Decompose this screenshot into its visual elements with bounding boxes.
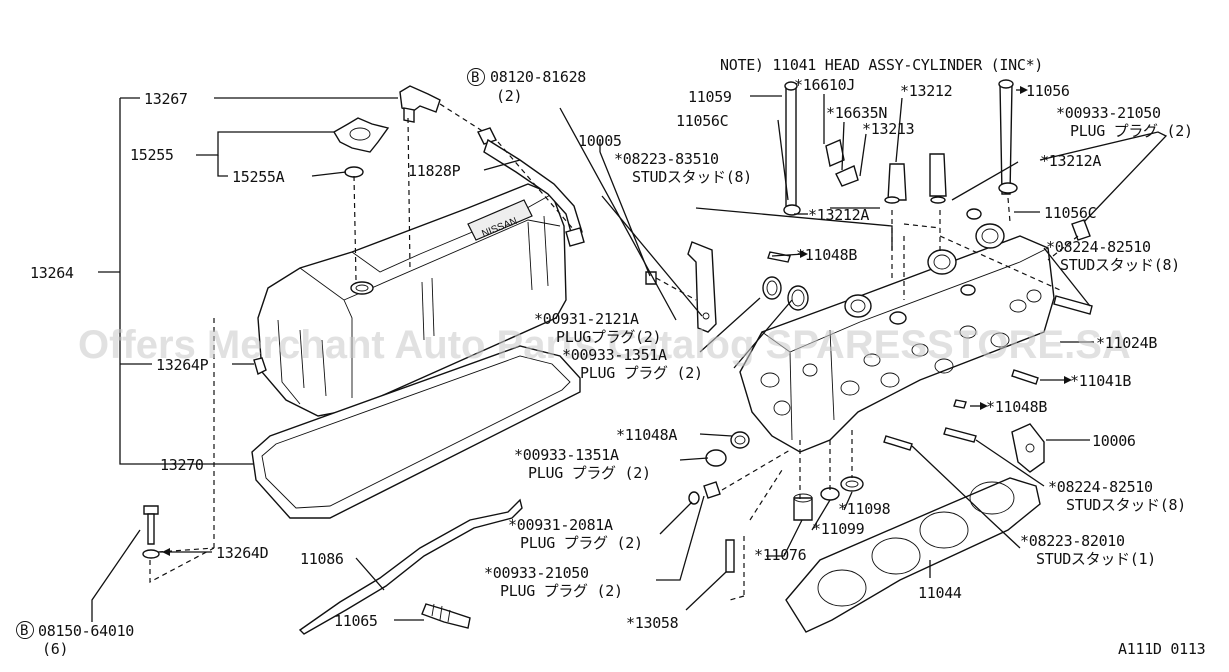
label-00931-2121a-sub: PLUGプラグ(2) <box>556 328 661 346</box>
circle-b-08150-letter: B <box>20 623 28 639</box>
label-08150-64010: 08150-64010 <box>38 622 134 640</box>
cylinder-head-11041 <box>739 208 1055 453</box>
label-11076: *11076 <box>754 546 807 564</box>
label-13270: 13270 <box>160 456 204 474</box>
label-10005: 10005 <box>578 132 622 150</box>
breather-hose-11828p <box>399 85 585 247</box>
label-13264d: 13264D <box>216 544 269 562</box>
label-11098: *11098 <box>838 500 891 518</box>
circle-b-08120 <box>467 68 485 86</box>
figure-code: A111D 0113 <box>1118 640 1205 658</box>
cover-bolt-08150 <box>142 505 160 559</box>
label-11065: 11065 <box>334 612 378 630</box>
label-11828p: 11828P <box>408 162 461 180</box>
label-08120-81628: 08120-81628 <box>490 68 586 86</box>
label-11056: 11056 <box>1026 82 1070 100</box>
label-11044: 11044 <box>918 584 962 602</box>
label-11056c: 11056C <box>1044 204 1096 222</box>
label-00933-21050-bot: *00933-21050 <box>484 564 589 582</box>
bracket-10005 <box>645 241 717 333</box>
label-08120-qty: (2) <box>496 87 522 105</box>
label-13212a-left: *13212A <box>808 206 869 224</box>
label-15255a: 15255A <box>232 168 285 186</box>
label-13267: 13267 <box>144 90 188 108</box>
label-13058: *13058 <box>626 614 679 632</box>
label-08224-82510: *08224-82510 <box>1046 238 1151 256</box>
label-08223-82010: *08223-82010 <box>1020 532 1125 550</box>
label-11059: 11059 <box>688 88 732 106</box>
oil-filler-cap-15255 <box>333 117 390 178</box>
label-00933-1351a-top: *00933-1351A <box>562 346 667 364</box>
cover-gasket-13270 <box>251 345 581 519</box>
grommet-13264p <box>253 357 267 376</box>
label-00933-21050: *00933-21050 <box>1056 104 1161 122</box>
label-08224-82510-bot: *08224-82510 <box>1048 478 1153 496</box>
label-13212: *13212 <box>900 82 952 100</box>
part-labels: NOTE) 11041 HEAD ASSY-CYLINDER (INC*) 13… <box>16 56 1206 658</box>
note-label: NOTE) 11041 HEAD ASSY-CYLINDER (INC*) <box>720 56 1043 74</box>
label-00933-1351a: *00933-1351A <box>514 446 619 464</box>
label-16610j: *16610J <box>794 76 855 94</box>
label-11048b-low: *11048B <box>986 398 1047 416</box>
label-16635n: *16635N <box>826 104 887 122</box>
valve-train <box>725 79 1091 573</box>
circle-b-08150 <box>16 621 34 639</box>
label-13264p: 13264P <box>156 356 209 374</box>
label-11048b: *11048B <box>796 246 857 264</box>
label-08224-82510-sub: STUDスタッド(8) <box>1060 256 1180 274</box>
label-00933-1351a-sub: PLUG プラグ (2) <box>528 464 651 482</box>
label-00933-21050-sub: PLUG プラグ (2) <box>1070 122 1193 140</box>
label-13213: *13213 <box>862 120 914 138</box>
label-00933-21050-bot-sub: PLUG プラグ (2) <box>500 582 623 600</box>
label-08223-83510-sub: STUDスタッド(8) <box>632 168 752 186</box>
label-11086: 11086 <box>300 550 344 568</box>
label-11024b: *11024B <box>1096 334 1157 352</box>
valve-cover-13264: NISSAN <box>257 183 567 417</box>
arrow-marks <box>162 86 1072 556</box>
label-00931-2121a: *00931-2121A <box>534 310 639 328</box>
label-13212a: *13212A <box>1040 152 1101 170</box>
circle-b-08120-letter: B <box>471 70 479 86</box>
label-11099: *11099 <box>812 520 865 538</box>
label-11041b: *11041B <box>1070 372 1131 390</box>
label-13264: 13264 <box>30 264 74 282</box>
label-00933-1351a-top-sub: PLUG プラグ (2) <box>580 364 703 382</box>
label-10006: 10006 <box>1092 432 1136 450</box>
label-15255: 15255 <box>130 146 174 164</box>
harness-11086 <box>298 498 523 635</box>
bracket-10006 <box>1011 423 1045 473</box>
spark-plug-11065 <box>421 603 471 629</box>
alignment-lines <box>149 103 1079 601</box>
label-11056c-left: 11056C <box>676 112 728 130</box>
watermark: Offers Merchant Auto Parts Catalog SPARE… <box>78 323 1131 367</box>
label-11048a: *11048A <box>616 426 677 444</box>
head-gasket-11044 <box>785 477 1041 633</box>
label-00931-2081a: *00931-2081A <box>508 516 613 534</box>
label-00931-2081a-sub: PLUG プラグ (2) <box>520 534 643 552</box>
leader-lines <box>91 89 1168 622</box>
label-08223-82010-sub: STUDスタッド(1) <box>1036 550 1156 568</box>
label-08223-83510: *08223-83510 <box>614 150 719 168</box>
head-plugs <box>688 276 809 505</box>
label-08224-82510-bot-sub: STUDスタッド(8) <box>1066 496 1186 514</box>
label-08150-qty: (6) <box>42 640 68 658</box>
